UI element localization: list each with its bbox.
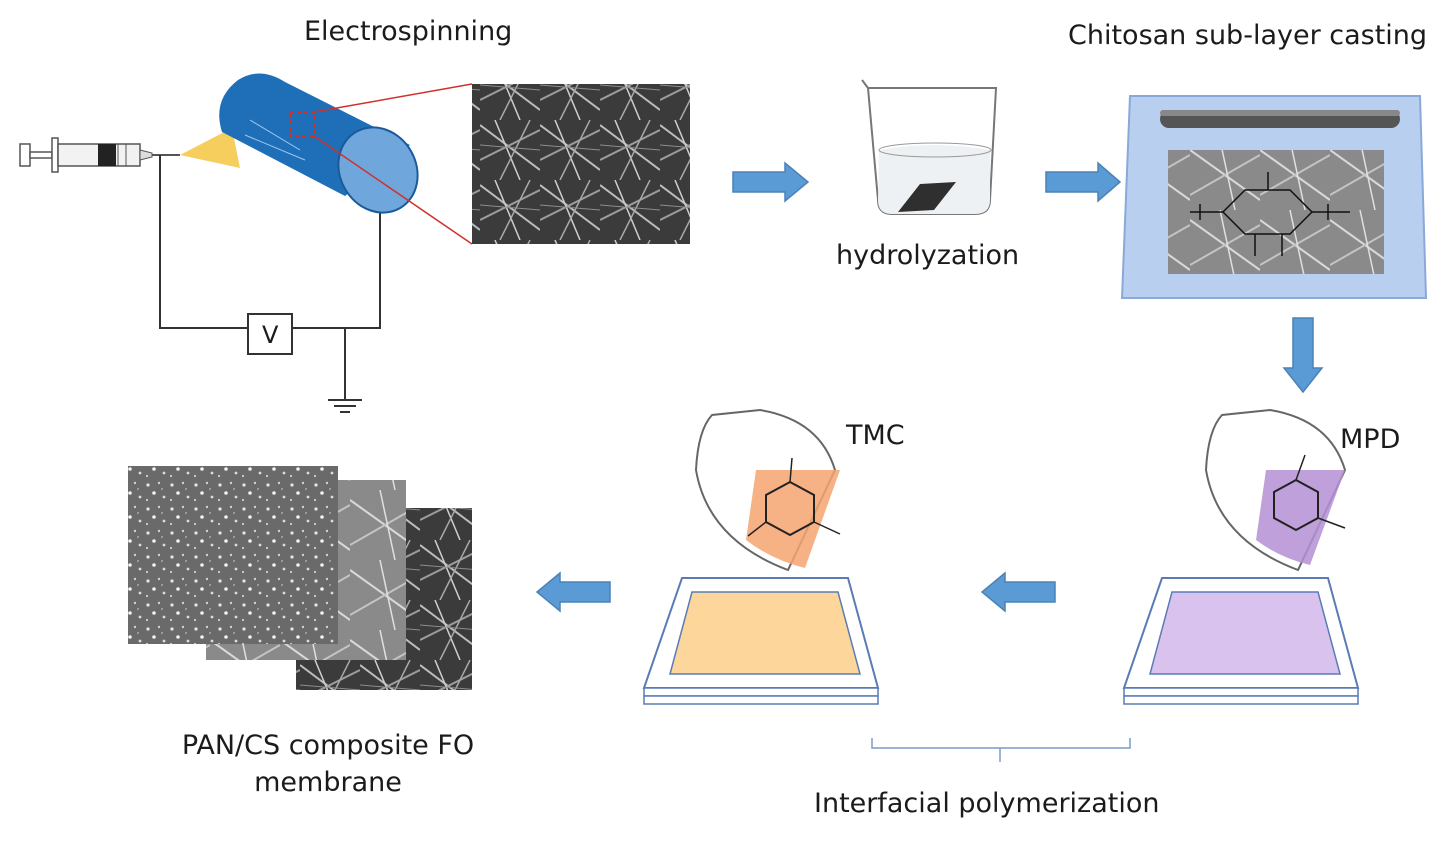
electrospinning-label: Electrospinning (304, 16, 513, 47)
membrane-label-line1: PAN/CS composite FO (181, 730, 475, 761)
rotating-collector-drum (219, 73, 419, 214)
mpd-beaker (1204, 408, 1347, 572)
process-arrow-3 (1282, 317, 1324, 394)
tmc-beaker (694, 408, 841, 572)
mpd-label: MPD (1340, 424, 1401, 455)
voltage-label: V (262, 321, 279, 349)
chitosan-casting-label: Chitosan sub-layer casting (1068, 20, 1428, 51)
interfacial-label: Interfacial polymerization (814, 788, 1160, 819)
interfacial-bracket (871, 738, 1131, 762)
process-arrow-5 (535, 571, 611, 613)
syringe-icon (19, 137, 180, 173)
beaker-icon (861, 79, 998, 215)
membrane-label: PAN/CS composite FO membrane (148, 730, 508, 798)
hydrolyzation-label: hydrolyzation (836, 240, 1020, 271)
process-arrow-1 (732, 161, 810, 203)
tmc-label: TMC (846, 420, 905, 451)
tmc-tray (642, 577, 880, 705)
membrane-sem-stack (128, 466, 472, 690)
casting-plate (1120, 95, 1428, 299)
ground-icon (328, 399, 362, 413)
voltage-source-icon (247, 313, 293, 355)
sem-nanofiber-image (472, 84, 690, 244)
mpd-tray (1122, 577, 1360, 705)
taylor-cone-jet (180, 128, 240, 168)
process-arrow-4 (980, 571, 1056, 613)
process-arrow-2 (1045, 161, 1122, 203)
membrane-label-line2: membrane (254, 767, 402, 799)
voltage-circuit (159, 155, 381, 400)
magnifier-lines (313, 83, 473, 245)
chitosan-structure (1190, 172, 1350, 256)
